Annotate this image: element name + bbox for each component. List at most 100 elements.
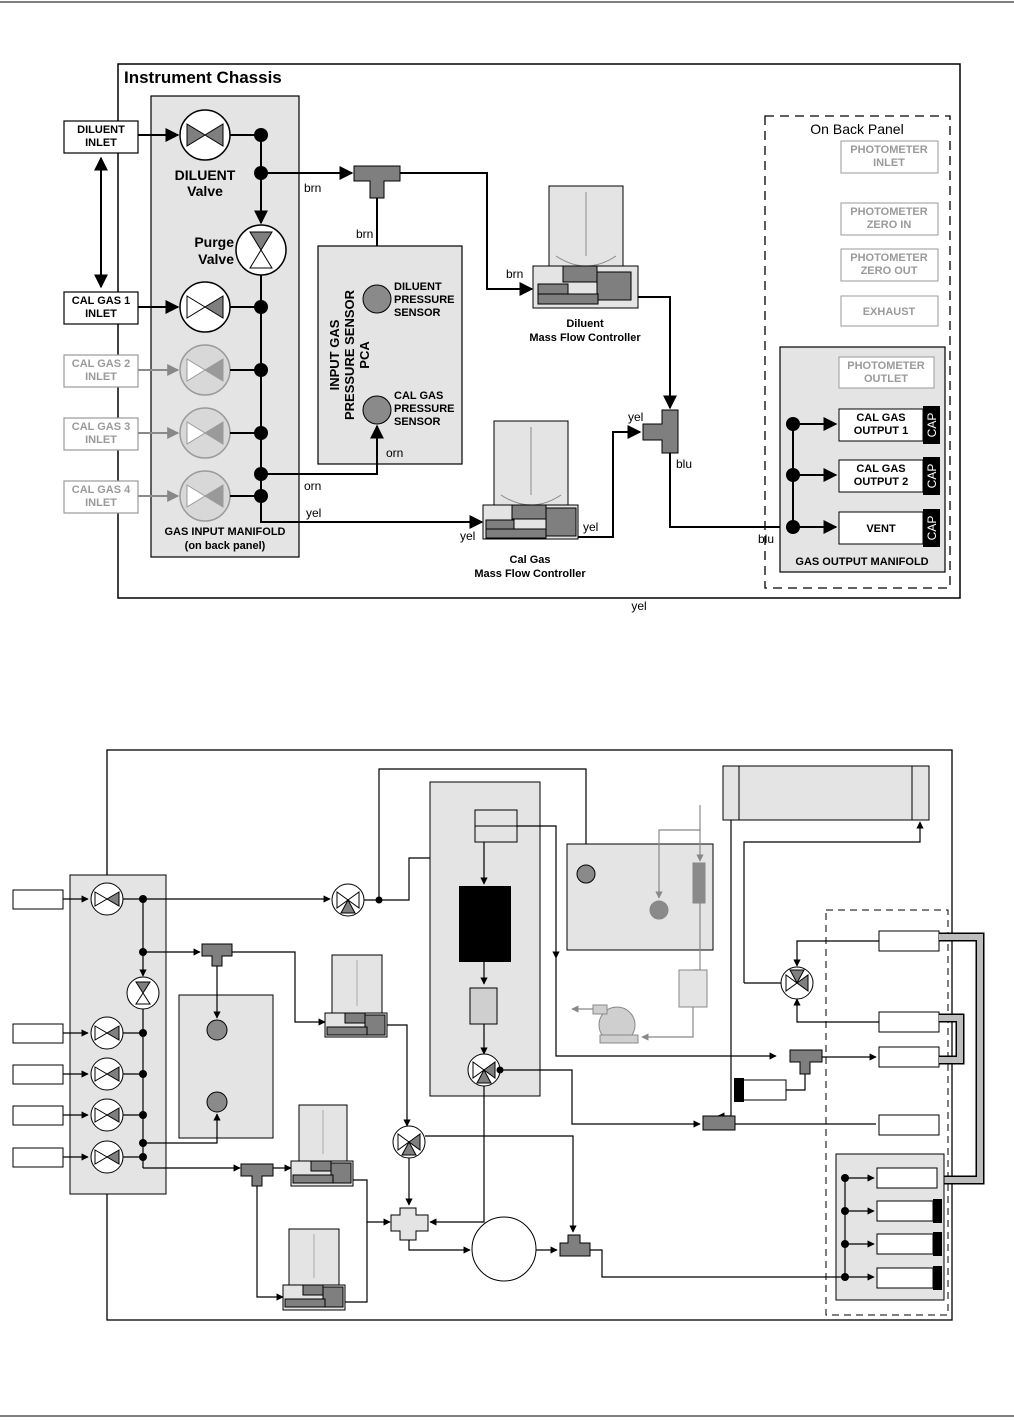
mfc-2b xyxy=(290,1104,354,1187)
inlet-cal-gas-1[interactable]: CAL GAS 1 INLET xyxy=(63,291,139,325)
cap-2b xyxy=(933,1199,942,1223)
line-2o xyxy=(408,1240,471,1254)
output-manifold-label: GAS OUTPUT MANIFOLD xyxy=(795,556,928,568)
blu-line xyxy=(669,453,786,528)
wire-label-yel-5: yel xyxy=(631,599,646,613)
cap-2c xyxy=(933,1232,942,1256)
line-3g xyxy=(743,821,924,983)
inlet-cal-gas-2[interactable]: CAL GAS 2 INLET xyxy=(63,354,139,388)
output-vent[interactable]: VENT CAP xyxy=(838,509,940,547)
svg-text:CAP: CAP xyxy=(925,464,939,489)
tee-fitting-top xyxy=(353,165,401,199)
valve-2d xyxy=(467,1053,501,1087)
diluent-sensor-label-3: SENSOR xyxy=(394,307,441,319)
cal2-valve-icon[interactable] xyxy=(179,344,231,396)
line-3l xyxy=(786,1074,806,1091)
port-photometer-zero-out[interactable]: PHOTOMETER ZERO OUT xyxy=(840,248,939,282)
inlet-lines-2 xyxy=(63,895,89,1161)
out-2d xyxy=(876,1267,934,1289)
inlet-diluent[interactable]: DILUENT INLET xyxy=(63,120,139,154)
wire-label-yel-2: yel xyxy=(460,529,475,543)
line-2m xyxy=(378,768,590,900)
output-cal-gas-2[interactable]: CAL GAS OUTPUT 2 CAP xyxy=(838,457,940,495)
cal1-valve-icon[interactable] xyxy=(179,281,231,333)
diluent-mfc-out xyxy=(638,296,677,410)
line-3a xyxy=(655,829,700,899)
svg-text:INLET: INLET xyxy=(85,308,117,320)
lens-gray xyxy=(678,969,708,1008)
purge-valve-icon[interactable] xyxy=(235,224,287,276)
svg-text:CAL GAS: CAL GAS xyxy=(856,412,905,424)
wire-label-yel-1: yel xyxy=(306,506,321,520)
junction-2y xyxy=(496,1066,504,1074)
line-3i xyxy=(793,940,879,967)
port-photometer-inlet[interactable]: PHOTOMETER INLET xyxy=(840,140,939,174)
brn-to-diluent-mfc xyxy=(400,172,534,296)
valve-2e xyxy=(780,966,814,1000)
inlet-cal-gas-4[interactable]: CAL GAS 4 INLET xyxy=(63,480,139,514)
port-photometer-zero-in[interactable]: PHOTOMETER ZERO IN xyxy=(840,202,939,236)
pump-icon xyxy=(592,1004,639,1044)
back-panel-2 xyxy=(825,909,949,1316)
line-2y xyxy=(555,958,777,1060)
bench-lens-mid xyxy=(469,987,498,1025)
tube-loop-inner-fill xyxy=(939,1015,963,1063)
calgas-mfc-sublabel: Mass Flow Controller xyxy=(474,568,586,580)
port-photometer-outlet[interactable]: PHOTOMETER OUTLET xyxy=(838,356,935,389)
line-2d xyxy=(232,951,326,1026)
diluent-valve-label: DILUENT xyxy=(175,167,236,183)
svg-text:PHOTOMETER: PHOTOMETER xyxy=(850,206,927,218)
line-2l xyxy=(364,854,444,901)
back-panel xyxy=(764,115,951,589)
line-2j xyxy=(345,1222,368,1303)
pressure-sensor-pca xyxy=(317,245,463,465)
calgas-pressure-sensor-icon xyxy=(362,395,392,425)
inlet-cal-gas-3[interactable]: CAL GAS 3 INLET xyxy=(63,417,139,451)
tee-2c xyxy=(559,1234,591,1257)
diluent-mfc[interactable] xyxy=(532,185,639,309)
svg-text:CAL GAS: CAL GAS xyxy=(856,463,905,475)
out-lines-2 xyxy=(830,1174,875,1281)
tee-2e xyxy=(789,1049,823,1075)
svg-text:CAP: CAP xyxy=(925,516,939,541)
svg-text:CAP: CAP xyxy=(925,413,939,438)
line-2r xyxy=(425,1135,577,1233)
line-2h xyxy=(387,1024,411,1127)
valves-2 xyxy=(90,882,160,1174)
output-junctions xyxy=(786,417,800,534)
output-cal-gas-1[interactable]: CAL GAS OUTPUT 1 CAP xyxy=(838,406,940,444)
diluent-sensor-label-2: PRESSURE xyxy=(394,294,455,306)
svg-text:CAL GAS 2: CAL GAS 2 xyxy=(72,358,130,370)
svg-text:INLET: INLET xyxy=(85,497,117,509)
pump-sensor-box xyxy=(566,843,714,951)
mixing-tee xyxy=(642,409,679,454)
mfc-2c xyxy=(282,1228,346,1311)
sensor-box-2 xyxy=(178,994,274,1139)
diluent-mfc-label: Diluent xyxy=(566,318,604,330)
pressure-sensor-pca-label: INPUT GAS PRESSURE SENSOR PCA xyxy=(327,289,372,420)
calgas-mfc[interactable] xyxy=(482,420,579,540)
reaction-cell xyxy=(471,1216,537,1282)
line-3j xyxy=(793,998,879,1023)
diluent-valve-icon[interactable] xyxy=(179,109,231,161)
port-2c xyxy=(878,1046,940,1068)
sensor-2c xyxy=(576,864,596,884)
out-2c xyxy=(876,1233,934,1255)
valve-2c xyxy=(331,883,365,917)
port-2a xyxy=(878,930,940,952)
out-2b xyxy=(876,1200,934,1222)
cal3-valve-icon[interactable] xyxy=(179,407,231,459)
tee-2d xyxy=(702,1115,736,1131)
port-exhaust[interactable]: EXHAUST xyxy=(840,295,939,327)
diluent-mfc-sublabel: Mass Flow Controller xyxy=(529,332,641,344)
calgas-mfc-out xyxy=(578,425,642,538)
diluent-valve-sublabel: Valve xyxy=(187,183,223,199)
line-2v xyxy=(429,1086,485,1226)
manifold-sublabel: (on back panel) xyxy=(185,540,266,552)
wire-label-yel-3: yel xyxy=(583,520,598,534)
cal4-valve-icon[interactable] xyxy=(179,470,231,522)
wire-label-brn-1: brn xyxy=(304,181,321,195)
svg-text:PCA: PCA xyxy=(357,341,372,369)
diluent-sensor-label-1: DILUENT xyxy=(394,281,442,293)
manifold-junctions xyxy=(254,128,268,503)
